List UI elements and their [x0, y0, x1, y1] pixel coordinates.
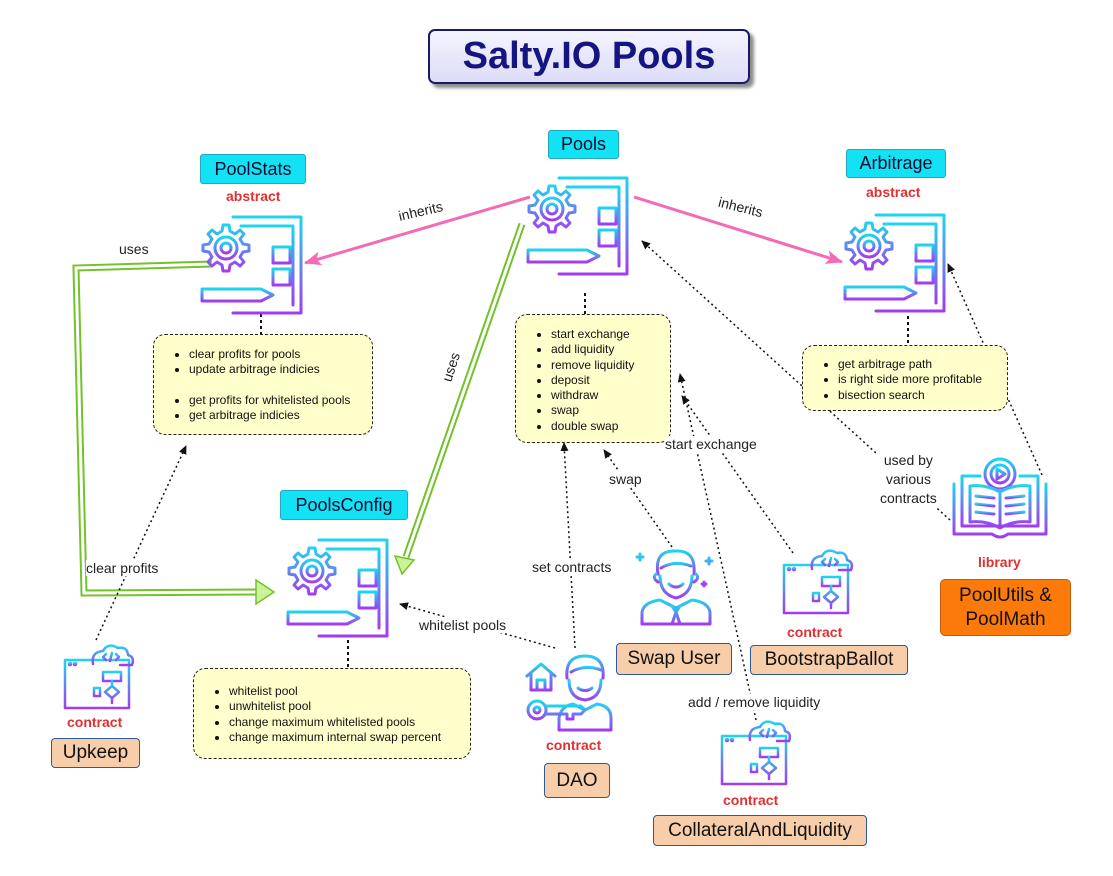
inherits-arrow-arbitrage [633, 195, 843, 264]
note-item: double swap [551, 419, 670, 434]
add-remove-liquidity-label: add / remove liquidity [688, 694, 821, 710]
poolutils-book-play-icon [952, 457, 1048, 539]
note-item: swap [551, 403, 670, 418]
start-exchange-label: start exchange [665, 436, 757, 452]
collateral-cloud-code-icon [720, 720, 792, 786]
note-item: add liquidity [551, 342, 670, 357]
dao-person-house-key-icon [525, 654, 613, 732]
bootstrap-ballot-contract-tag: contract [787, 624, 843, 640]
used-by-arrow-pools [641, 240, 951, 521]
poolutils-label: PoolUtils & PoolMath [940, 579, 1071, 636]
swap-label: swap [609, 471, 642, 487]
pools-label: Pools [548, 130, 619, 159]
bootstrap-ballot-cloud-code-icon [782, 549, 854, 615]
note-item: get arbitrage indicies [189, 408, 372, 423]
poolutils-library-tag: library [978, 554, 1021, 570]
poolsconfig-label: PoolsConfig [280, 490, 408, 520]
arbitrage-gear-document-icon [843, 213, 946, 313]
poolsconfig-note: whitelist pool unwhitelist pool change m… [193, 668, 471, 759]
start-exchange-arrow [681, 395, 794, 554]
swap-arrow [603, 449, 673, 548]
note-item: get arbitrage path [838, 357, 1007, 372]
collateral-contract-tag: contract [723, 792, 779, 808]
upkeep-cloud-code-icon [63, 644, 135, 710]
collateral-label: CollateralAndLiquidity [653, 815, 867, 846]
set-contracts-label: set contracts [532, 559, 612, 575]
upkeep-contract-tag: contract [67, 714, 123, 730]
add-remove-liquidity-arrow [677, 373, 757, 721]
note-item: get profits for whitelisted pools [189, 393, 372, 408]
note-item: deposit [551, 373, 670, 388]
note-item: remove liquidity [551, 358, 670, 373]
uses-arrowhead-poolstats [255, 578, 276, 606]
bootstrap-ballot-label: BootstrapBallot [750, 645, 908, 675]
poolstats-note: clear profits for pools update arbitrage… [153, 334, 373, 435]
arbitrage-note: get arbitrage path is right side more pr… [802, 345, 1008, 411]
upkeep-label: Upkeep [51, 738, 140, 768]
note-item: clear profits for pools [189, 347, 372, 362]
swap-user-label: Swap User [616, 643, 732, 675]
note-item: is right side more profitable [838, 372, 1007, 387]
pools-note: start exchange add liquidity remove liqu… [515, 314, 671, 443]
inherits-arrow-poolstats [304, 195, 531, 266]
pools-gear-document-icon [526, 176, 629, 276]
dao-contract-tag: contract [546, 737, 602, 753]
poolstats-gear-document-icon [200, 215, 303, 315]
dao-label: DAO [544, 763, 610, 798]
uses-arrowhead-pools [393, 554, 416, 576]
swap-user-person-icon [635, 549, 714, 626]
page-title: Salty.IO Pools [428, 29, 750, 84]
arbitrage-abstract-tag: abstract [866, 184, 921, 200]
arbitrage-label: Arbitrage [846, 149, 946, 178]
note-item: change maximum whitelisted pools [229, 715, 470, 730]
poolsconfig-gear-document-icon [286, 538, 389, 638]
whitelist-pools-label: whitelist pools [419, 617, 507, 633]
note-item: unwhitelist pool [229, 699, 470, 714]
note-item: change maximum internal swap percent [229, 730, 470, 745]
clear-profits-arrow [95, 445, 187, 641]
connectors [72, 195, 1043, 721]
note-item: bisection search [838, 388, 1007, 403]
note-item: whitelist pool [229, 684, 470, 699]
uses-label-left: uses [119, 241, 149, 257]
used-by-label: used by various contracts [876, 451, 941, 508]
note-item: update arbitrage indicies [189, 362, 372, 377]
set-contracts-arrow [560, 442, 576, 649]
note-item: withdraw [551, 388, 670, 403]
note-item: start exchange [551, 327, 670, 342]
poolstats-label: PoolStats [200, 154, 306, 184]
poolstats-abstract-tag: abstract [226, 188, 281, 204]
clear-profits-label: clear profits [86, 560, 159, 576]
